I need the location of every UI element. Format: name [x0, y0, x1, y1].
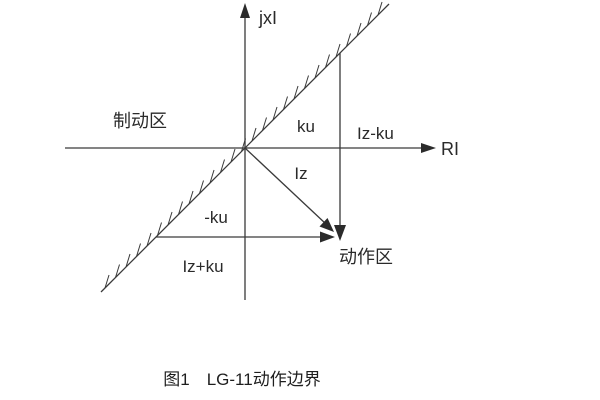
iz-plus-ku-label: Iz+ku	[182, 257, 223, 276]
figure-caption: 图1 LG-11动作边界	[163, 370, 320, 389]
restraint-region-label: 制动区	[113, 111, 167, 131]
x-axis-label: RI	[441, 139, 459, 159]
ku-label: ku	[297, 117, 315, 136]
y-axis-label: jxI	[258, 8, 277, 28]
right-arrowhead-icon	[320, 231, 335, 243]
operate-region-label: 动作区	[339, 247, 393, 267]
iz-label: Iz	[294, 164, 307, 183]
iz-minus-ku-label: Iz-ku	[357, 124, 394, 143]
x-axis-arrow-icon	[421, 143, 436, 153]
iz-arrowhead-icon	[319, 218, 334, 232]
down-arrowhead-icon	[334, 225, 346, 241]
iz-vector	[244, 147, 327, 225]
y-axis-arrow-icon	[240, 3, 250, 18]
neg-ku-label: -ku	[204, 208, 228, 227]
